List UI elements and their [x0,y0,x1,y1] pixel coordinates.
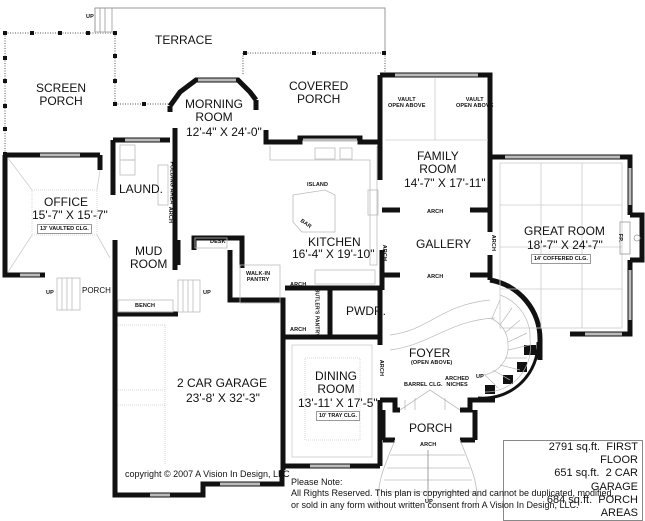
dining-room-name-2: ROOM [317,381,355,396]
garage-dimensions: 23'-8' X 32'-3" [186,391,260,405]
morning-room-label: MORNING ROOM [174,98,254,123]
front-steps [378,439,478,506]
area-row: 2791 sq.ft. FIRST FLOOR [508,441,638,467]
up-terrace: UP [86,14,94,20]
arch-family-gallery: ARCH [427,209,444,215]
arched-niches-1: ARCHED [445,376,470,382]
mud-room-name-2: ROOM [130,256,168,271]
family-room-name-1: FAMILY [417,149,459,163]
great-room-label: GREAT ROOM [524,224,605,238]
note-line-1: All Rights Reserved. This plan is copyri… [291,488,615,499]
up-stair: UP [476,374,484,380]
exterior-walls [2,72,645,498]
morning-room-name-2: ROOM [195,109,233,124]
office-label: OFFICE [44,195,88,209]
kitchen-label: KITCHEN [308,235,361,249]
kitchen-dimensions: 16'-4" X 19'-10" [292,247,375,261]
family-room-label: FAMILY ROOM [417,150,459,175]
island-label: ISLAND [307,182,329,188]
area-value: 684 sq.ft. [546,493,593,506]
fireplace-label: FP. [616,233,623,242]
covered-porch-label: COVERED PORCH [289,80,348,105]
dining-room-dimensions: 13'-11' X 17'-5" [298,396,378,410]
covered-porch-name-1: COVERED [289,79,349,93]
vault-right-label: VAULT OPEN ABOVE [456,97,494,110]
arch-kitchen-gallery: ARCH [381,244,388,262]
copyright-text: copyright © 2007 A Vision In Design, LLC [125,469,290,479]
laundry-label: LAUND. [119,182,164,196]
mud-room-name-1: MUD [135,244,163,258]
walk-in-pantry-name-2: PANTRY [246,276,270,283]
arch-gallery-great: ARCH [490,234,497,252]
gallery-label: GALLERY [416,237,472,251]
walk-in-pantry-label: WALK-IN PANTRY [246,271,271,284]
front-porch-label: PORCH [409,421,453,435]
great-room-ceiling-note: 14' COFFERED CLG. [531,254,591,264]
butlers-pantry-label: BUTLER'S PANTRY [313,288,320,337]
arch-mudroom: ARCH [167,206,174,224]
rights-note: Please Note: All Rights Reserved. This p… [291,477,614,511]
arch-butler-dining: ARCH [290,327,307,333]
great-room-dimensions: 18'-7" X 24'-7" [527,238,603,252]
screen-porch-name-2: PORCH [39,93,83,108]
arch-gallery-foyer: ARCH [427,274,444,280]
family-room-name-2: ROOM [419,161,457,176]
office-dimensions: 15'-7" X 15'-7" [32,208,108,222]
up-front-steps: UP [425,499,433,505]
family-room-dimensions: 14'-7" X 17'-11" [404,176,486,190]
area-row: 651 sq.ft. 2 CAR GARAGE [508,467,638,493]
arched-niches-2: NICHES [446,381,468,388]
arched-niches-label: ARCHED NICHES [445,376,470,389]
covered-porch-outline [242,52,386,75]
bench-label: BENCH [135,303,156,309]
area-value: 2791 sq.ft. [548,441,601,453]
vault-left-label: VAULT OPEN ABOVE [388,97,426,110]
powder-label: PWDR. [346,304,386,318]
floor-plan-drawing [2,7,645,506]
arch-porch: ARCH [420,442,437,448]
foyer-open-above: (OPEN ABOVE) [411,360,453,366]
terrace-stairs [94,7,113,33]
vault-right-text: VAULT [465,97,484,103]
screen-porch-name-1: SCREEN [36,81,87,95]
arch-dining-foyer: ARCH [378,359,385,377]
barrel-ceiling-label: BARREL CLG. [404,382,443,388]
kitchen-counters [239,146,379,304]
mud-room-label: MUD ROOM [130,245,167,270]
area-label: FIRST FLOOR [600,441,638,467]
screen-porch-label: SCREEN PORCH [36,82,86,107]
area-value: 651 sq.ft. [554,467,600,480]
side-porch-label: PORCH [82,286,111,295]
dining-ceiling-note: 10' TRAY CLG. [316,411,360,421]
area-label: 2 CAR GARAGE [590,467,638,493]
terrace-label: TERRACE [155,33,213,47]
garage-label: 2 CAR GARAGE [177,376,268,390]
coffered-grid [499,162,623,329]
folding-area-label: FOLDING AREA [168,161,175,205]
note-title: Please Note: [291,477,343,487]
note-line-2: or sold in any form without written cons… [291,499,579,510]
office-ceiling-note: 13' VAULTED CLG. [37,224,92,234]
morning-room-name-1: MORNING [185,97,243,111]
curved-staircase [389,294,531,393]
covered-porch-name-2: PORCH [297,91,341,106]
vault-left-text: VAULT [397,97,416,103]
dining-room-label: DINING ROOM [315,370,357,395]
walk-in-pantry-name-1: WALK-IN [246,271,271,277]
desk-label: DESK [210,239,226,245]
dining-room-name-1: DINING [315,369,357,383]
screen-porch-posts [3,31,146,156]
vault-left-sub: OPEN ABOVE [388,102,426,109]
arch-kitchen-pantry: ARCH [290,282,307,288]
screen-porch-outline [4,32,170,155]
vault-right-sub: OPEN ABOVE [456,102,494,109]
foyer-label: FOYER [409,346,451,360]
morning-room-dimensions: 12'-4" X 24'-0" [186,125,262,139]
terrace-outline [94,7,386,55]
up-mud-room: UP [203,290,211,296]
up-side-porch: UP [46,290,54,296]
